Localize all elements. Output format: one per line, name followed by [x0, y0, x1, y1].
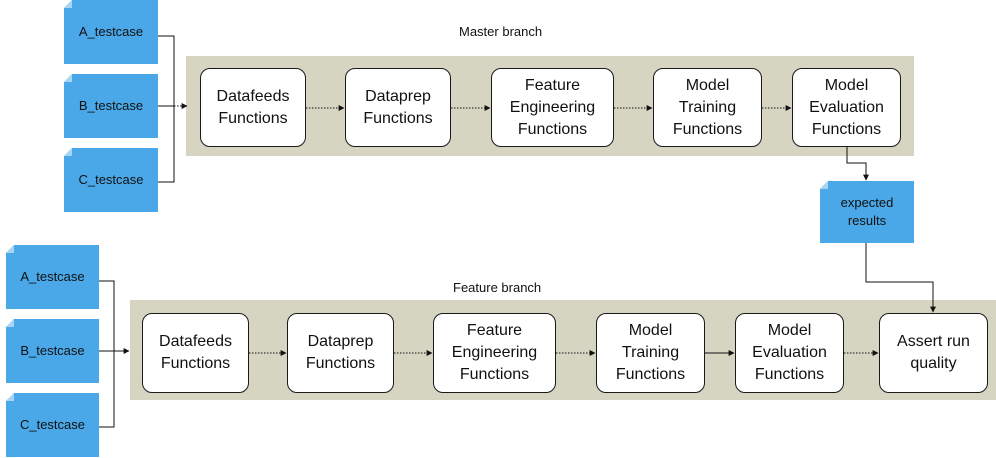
expected-to-assert-arrow: [865, 243, 936, 313]
feature-step-datafeeds: Datafeeds Functions: [142, 313, 249, 393]
master-step-feature-engineering: Feature Engineering Functions: [491, 68, 614, 147]
feature-testcase-a: A_testcase: [6, 245, 99, 309]
feature-testcase-b: B_testcase: [6, 319, 99, 383]
master-testcase-b: B_testcase: [64, 74, 158, 138]
feature-branch-title: Feature branch: [453, 280, 542, 295]
eval-to-expected-arrow: [846, 147, 869, 181]
master-step-model-training: Model Training Functions: [653, 68, 762, 147]
expected-results: expected results: [820, 181, 914, 243]
master-testcase-bracket: [158, 35, 175, 183]
feature-step-model-training: Model Training Functions: [596, 313, 705, 393]
master-branch-title: Master branch: [459, 24, 543, 39]
feature-step-dataprep: Dataprep Functions: [287, 313, 394, 393]
feature-step-assert-run-quality: Assert run quality: [879, 313, 988, 393]
feature-testcase-bracket: [99, 280, 115, 428]
master-step-datafeeds: Datafeeds Functions: [200, 68, 306, 147]
master-testcase-c: C_testcase: [64, 148, 158, 212]
master-step-dataprep: Dataprep Functions: [345, 68, 451, 147]
feature-step-model-evaluation: Model Evaluation Functions: [735, 313, 844, 393]
feature-branch-panel: [130, 300, 996, 400]
master-step-model-evaluation: Model Evaluation Functions: [792, 68, 901, 147]
feature-testcase-c: C_testcase: [6, 393, 99, 457]
feature-step-feature-engineering: Feature Engineering Functions: [433, 313, 556, 393]
master-testcase-a: A_testcase: [64, 0, 158, 64]
